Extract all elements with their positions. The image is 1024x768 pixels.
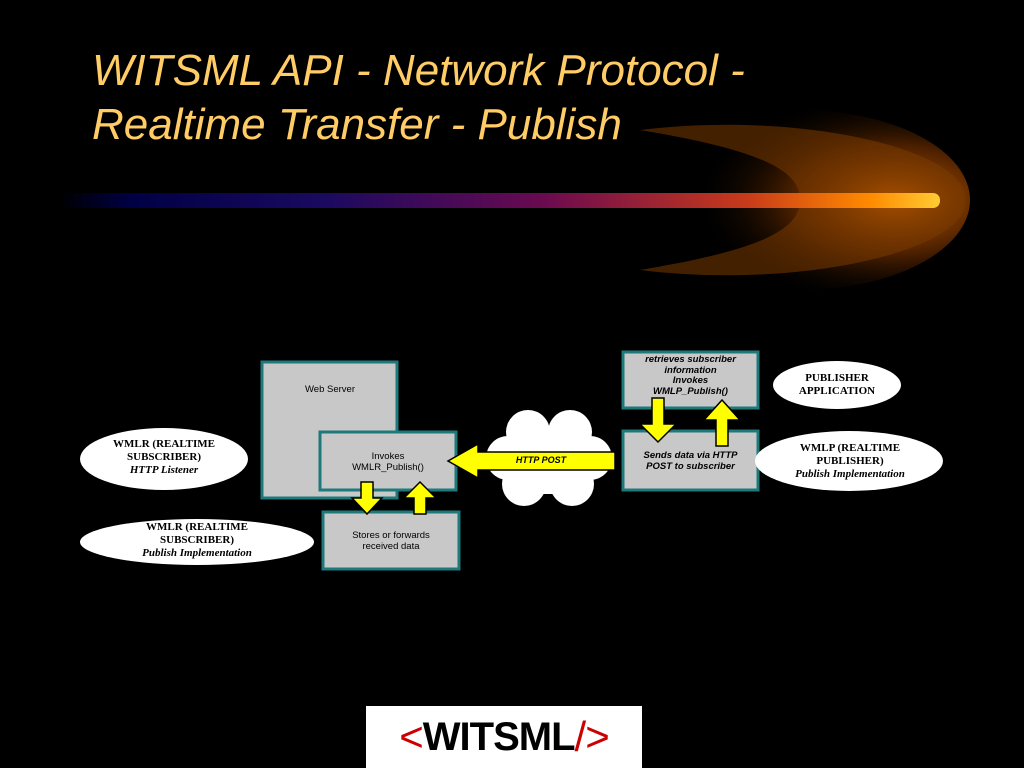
http-post-arrow <box>446 442 616 480</box>
logo-close-bracket: /> <box>574 713 610 760</box>
arrow-down-to-sends <box>638 397 678 444</box>
http-post-label: HTTP POST <box>515 455 567 465</box>
wmlr-publish-text: WMLR (REALTIME SUBSCRIBER) Publish Imple… <box>142 521 252 559</box>
stores-text: Stores or forwards received data <box>352 530 430 552</box>
wmlr-listener-text: WMLR (REALTIME SUBSCRIBER) HTTP Listener <box>113 438 215 476</box>
retrieves-text: retrieves subscriber information Invokes… <box>645 354 736 397</box>
witsml-logo: < WITSML /> <box>366 706 642 768</box>
sends-text: Sends data via HTTP POST to subscriber <box>643 450 738 472</box>
decorative-comet <box>60 110 970 290</box>
logo-text: WITSML <box>422 714 576 759</box>
invokes-wmlr-text: Invokes WMLR_Publish() <box>352 451 424 473</box>
wmlp-publish-text: WMLP (REALTIME PUBLISHER) Publish Implem… <box>795 442 905 480</box>
sends-box <box>621 429 760 492</box>
web-server-label: Web Server <box>305 384 355 395</box>
invokes-wmlr-box <box>318 430 458 492</box>
slide-title: WITSML API - Network Protocol - Realtime… <box>92 44 745 152</box>
retrieves-box <box>621 350 760 410</box>
oval-publisher-app <box>773 361 901 409</box>
publisher-app-text: PUBLISHER APPLICATION <box>798 372 876 397</box>
oval-wmlr-listener <box>80 428 248 490</box>
oval-wmlr-publish <box>80 519 314 565</box>
oval-wmlp-publish <box>755 431 943 491</box>
slide-title-line1: WITSML API - Network Protocol - <box>92 46 745 95</box>
arrow-down-to-stores <box>350 481 384 516</box>
logo-open-bracket: < <box>399 713 424 760</box>
arrow-up-from-sends <box>702 398 742 447</box>
stores-box <box>321 510 461 571</box>
arrow-up-from-stores <box>402 480 438 515</box>
slide-title-line2: Realtime Transfer - Publish <box>92 100 622 149</box>
